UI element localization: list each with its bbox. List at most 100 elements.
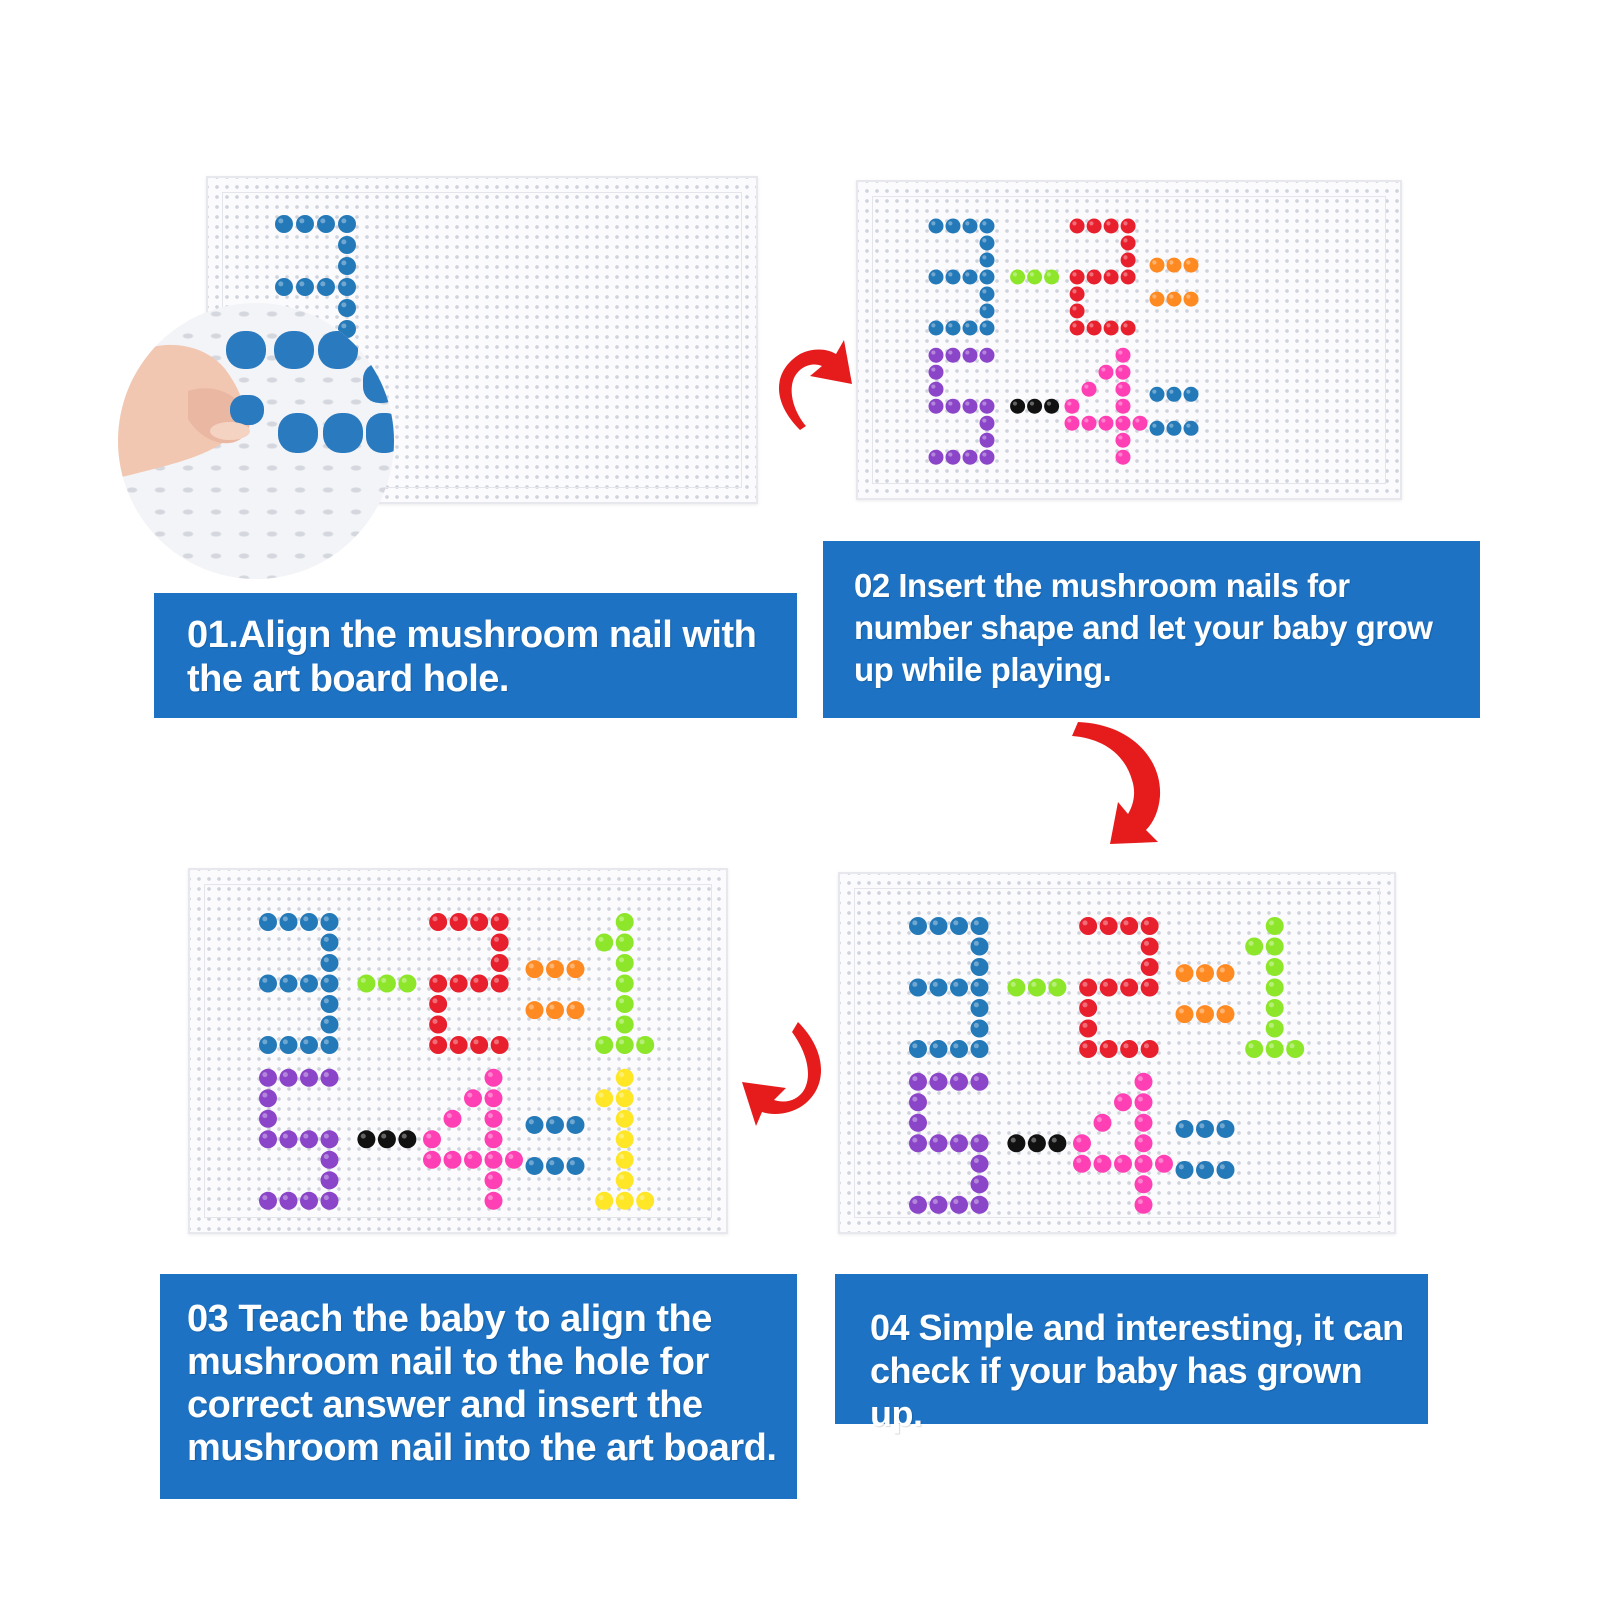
peg-highlight — [1051, 1137, 1057, 1143]
hand-and-pegs-illustration — [118, 331, 394, 478]
peg-highlight — [1199, 1123, 1205, 1129]
peg — [950, 978, 968, 997]
peg-highlight — [487, 1092, 493, 1098]
peg — [566, 960, 585, 979]
peg — [615, 1089, 634, 1108]
peg — [595, 1089, 614, 1108]
peg — [636, 1191, 655, 1210]
peg — [929, 1072, 948, 1091]
peg — [449, 913, 468, 931]
peg-highlight — [569, 1004, 575, 1010]
peg — [484, 1191, 503, 1210]
peg — [1099, 978, 1118, 997]
peg — [1115, 398, 1131, 414]
peg-highlight — [1178, 1123, 1184, 1129]
peg — [338, 236, 356, 254]
peg-highlight — [1117, 1158, 1123, 1164]
peg — [259, 1068, 277, 1087]
peg — [357, 974, 376, 993]
peg-highlight — [282, 1039, 288, 1045]
peg-highlight — [948, 452, 953, 457]
peg-highlight — [1137, 1117, 1143, 1123]
peg-highlight — [973, 961, 979, 967]
peg — [546, 960, 564, 979]
peg — [1114, 1093, 1132, 1112]
peg-highlight — [1186, 260, 1191, 265]
peg-highlight — [912, 981, 918, 987]
peg-highlight — [1029, 401, 1035, 406]
peg — [945, 218, 961, 234]
peg — [1175, 1160, 1194, 1179]
peg — [970, 1072, 989, 1091]
peg — [945, 320, 961, 336]
peg — [1064, 398, 1080, 414]
peg-highlight — [932, 1043, 938, 1049]
peg — [970, 1134, 989, 1153]
peg-highlight — [320, 218, 326, 224]
peg-highlight — [982, 418, 987, 423]
peg — [1115, 415, 1131, 431]
peg — [979, 303, 995, 319]
peg — [259, 913, 277, 931]
peg-highlight — [619, 977, 625, 983]
peg — [979, 252, 995, 268]
peg-highlight — [619, 1092, 625, 1098]
peg-highlight — [1178, 1164, 1184, 1170]
peg-highlight — [487, 1154, 493, 1160]
peg-highlight — [1199, 1008, 1205, 1014]
peg — [1286, 1040, 1305, 1058]
peg-highlight — [569, 963, 575, 969]
peg — [1183, 386, 1199, 402]
peg — [1081, 381, 1097, 397]
peg-highlight — [973, 1158, 979, 1164]
peg-highlight — [973, 940, 979, 946]
peg-highlight — [1010, 1137, 1016, 1143]
peg — [615, 1191, 634, 1210]
peg-highlight — [931, 401, 936, 406]
peg — [1069, 320, 1085, 336]
peg — [275, 278, 293, 296]
peg-highlight — [912, 1117, 918, 1123]
peg — [950, 1040, 968, 1058]
peg-highlight — [446, 1154, 452, 1160]
peg-highlight — [262, 1113, 268, 1119]
peg — [525, 1156, 544, 1175]
peg — [1079, 978, 1098, 997]
peg-highlight — [1123, 981, 1129, 987]
peg — [320, 1171, 339, 1190]
peg — [566, 1156, 585, 1175]
peg — [464, 1150, 482, 1169]
peg — [566, 1001, 585, 1020]
peg — [1027, 398, 1043, 414]
peg-highlight — [323, 998, 329, 1004]
peg — [484, 1130, 503, 1149]
peg-highlight — [278, 218, 284, 224]
peg — [1120, 1040, 1139, 1058]
peg — [950, 1195, 968, 1214]
peg — [1098, 364, 1114, 380]
peg-highlight — [1137, 1096, 1143, 1102]
peg-highlight — [982, 401, 987, 406]
peg — [970, 978, 989, 997]
peg — [1093, 1113, 1112, 1132]
peg-highlight — [1123, 323, 1128, 328]
peg — [470, 913, 489, 931]
step-1-text: 01.Align the mushroom nail with the art … — [187, 614, 757, 700]
peg — [1183, 291, 1199, 307]
peg — [317, 278, 335, 296]
peg — [279, 1191, 298, 1210]
peg — [928, 218, 944, 234]
peg-highlight — [1096, 1117, 1102, 1123]
peg-highlight — [432, 977, 438, 983]
peg — [1166, 386, 1182, 402]
peg-highlight — [932, 920, 938, 926]
peg-highlight — [1135, 418, 1140, 423]
peg-highlight — [1082, 1022, 1088, 1028]
peg — [429, 995, 448, 1013]
peg — [1120, 252, 1136, 268]
peg-highlight — [1123, 221, 1128, 226]
peg — [1069, 218, 1085, 234]
peg-highlight — [426, 1154, 432, 1160]
peg — [1149, 257, 1165, 273]
peg-highlight — [528, 1119, 534, 1125]
